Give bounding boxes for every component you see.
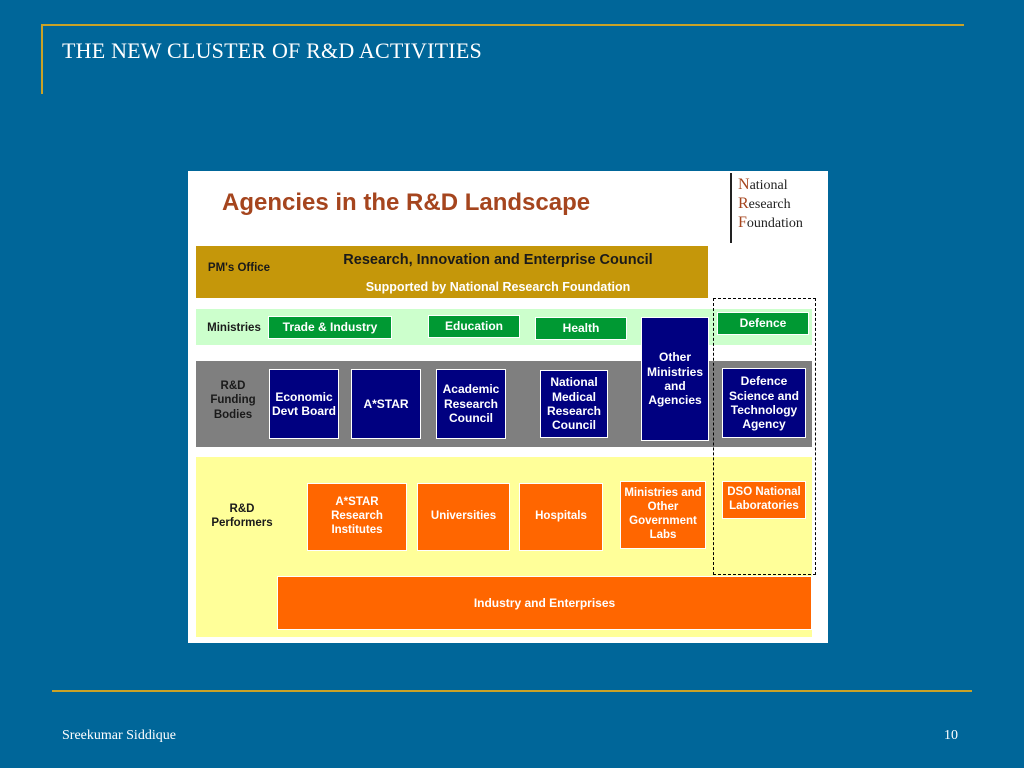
other-ministries-agencies: Other Ministries and Agencies [641, 317, 709, 441]
performer-hospitals: Hospitals [519, 483, 603, 551]
performer-universities: Universities [417, 483, 510, 551]
pm-office-label: PM's Office [207, 262, 271, 274]
ministry-health: Health [535, 317, 627, 340]
funding-bodies-label: R&D Funding Bodies [210, 380, 256, 421]
logo-line-foundation: Foundation [738, 214, 803, 231]
performer-dso-national-laboratories: DSO National Laboratories [722, 481, 806, 519]
logo-divider [730, 173, 732, 243]
performer-government-labs: Ministries and Other Government Labs [620, 481, 706, 549]
logo-line-research: Research [738, 195, 791, 212]
ministry-trade-industry: Trade & Industry [268, 316, 392, 339]
ministries-label: Ministries [207, 322, 261, 334]
diagram-title: Agencies in the R&D Landscape [222, 189, 591, 216]
supported-by: Supported by National Research Foundatio… [365, 280, 631, 294]
funding-economic-devt-board: Economic Devt Board [269, 369, 339, 439]
ministry-defence: Defence [717, 312, 809, 335]
performer-astar-research-institutes: A*STAR Research Institutes [307, 483, 407, 551]
funding-national-medical-research-council: National Medical Research Council [540, 370, 608, 438]
funding-defence-science-technology-agency: Defence Science and Technology Agency [722, 368, 806, 438]
funding-astar: A*STAR [351, 369, 421, 439]
logo-line-national: National [738, 176, 788, 193]
pm-office-band [196, 246, 708, 298]
footer-author: Sreekumar Siddique [62, 728, 176, 743]
left-rule [41, 24, 43, 94]
slide-title: THE NEW CLUSTER OF R&D ACTIVITIES [62, 38, 482, 63]
council-name: Research, Innovation and Enterprise Coun… [343, 252, 653, 268]
diagram-panel: Agencies in the R&D Landscape National R… [188, 171, 828, 643]
industry-enterprises: Industry and Enterprises [277, 576, 812, 630]
performers-label: R&D Performers [211, 503, 273, 530]
top-rule [41, 24, 964, 26]
bottom-rule [52, 690, 972, 692]
page-number: 10 [944, 728, 958, 743]
funding-academic-research-council: Academic Research Council [436, 369, 506, 439]
ministry-education: Education [428, 315, 520, 338]
defence-cluster-outline [713, 298, 816, 575]
